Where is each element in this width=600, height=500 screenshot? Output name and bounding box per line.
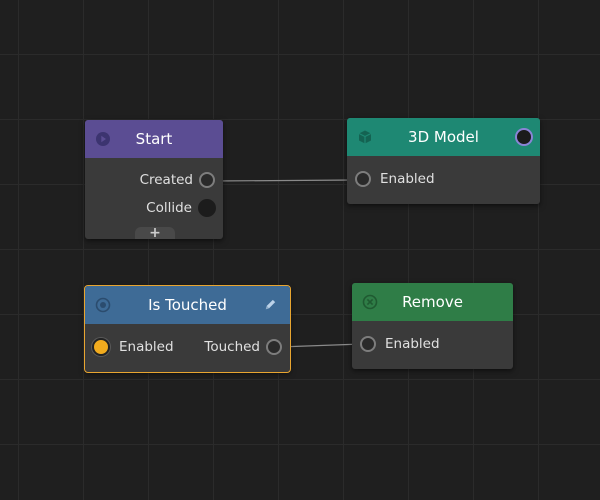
- radio-target-icon: [95, 297, 111, 313]
- start-output-collide-label: Collide: [146, 200, 192, 216]
- touched-port[interactable]: [266, 339, 282, 355]
- pencil-edit-icon[interactable]: [263, 297, 278, 312]
- model-enabled-port[interactable]: [355, 171, 371, 187]
- start-output-collide: Collide: [146, 199, 216, 217]
- play-circle-icon: [96, 132, 110, 146]
- remove-enabled-port[interactable]: [360, 336, 376, 352]
- start-output-created: Created: [140, 172, 215, 188]
- remove-node-title: Remove: [402, 293, 463, 311]
- remove-node-header[interactable]: Remove: [352, 283, 513, 321]
- cube-icon: [358, 130, 372, 144]
- is-touched-node-title: Is Touched: [148, 296, 227, 314]
- remove-input-enabled-label: Enabled: [385, 336, 440, 352]
- model-output-port[interactable]: [515, 128, 533, 146]
- model-node-title: 3D Model: [408, 128, 479, 146]
- is-touched-output-touched-label: Touched: [204, 339, 260, 355]
- wire-created-to-enabled: [212, 179, 357, 182]
- model-input-enabled: Enabled: [355, 171, 435, 187]
- model-input-enabled-label: Enabled: [380, 171, 435, 187]
- wire-touched-to-enabled: [278, 343, 363, 348]
- remove-node[interactable]: Remove Enabled: [352, 283, 513, 369]
- collide-port[interactable]: [198, 199, 216, 217]
- is-touched-output-touched: Touched: [204, 339, 282, 355]
- is-touched-node[interactable]: Is Touched Enabled Touched: [84, 285, 291, 373]
- remove-input-enabled: Enabled: [360, 336, 440, 352]
- is-touched-input-enabled-label: Enabled: [119, 339, 174, 355]
- add-output-button[interactable]: +: [135, 225, 175, 241]
- close-circle-icon: [362, 294, 378, 310]
- is-touched-enabled-port[interactable]: [92, 338, 110, 356]
- start-output-created-label: Created: [139, 172, 193, 188]
- created-port[interactable]: [199, 172, 215, 188]
- model-node-header[interactable]: 3D Model: [347, 118, 540, 156]
- start-node-header[interactable]: Start: [85, 120, 223, 158]
- is-touched-node-header[interactable]: Is Touched: [85, 286, 290, 324]
- start-node-title: Start: [135, 130, 173, 148]
- is-touched-input-enabled: Enabled: [92, 338, 174, 356]
- add-output-plus-icon: +: [149, 225, 161, 241]
- model-node[interactable]: 3D Model Enabled: [347, 118, 540, 204]
- start-node[interactable]: Start Created Collide +: [85, 120, 223, 241]
